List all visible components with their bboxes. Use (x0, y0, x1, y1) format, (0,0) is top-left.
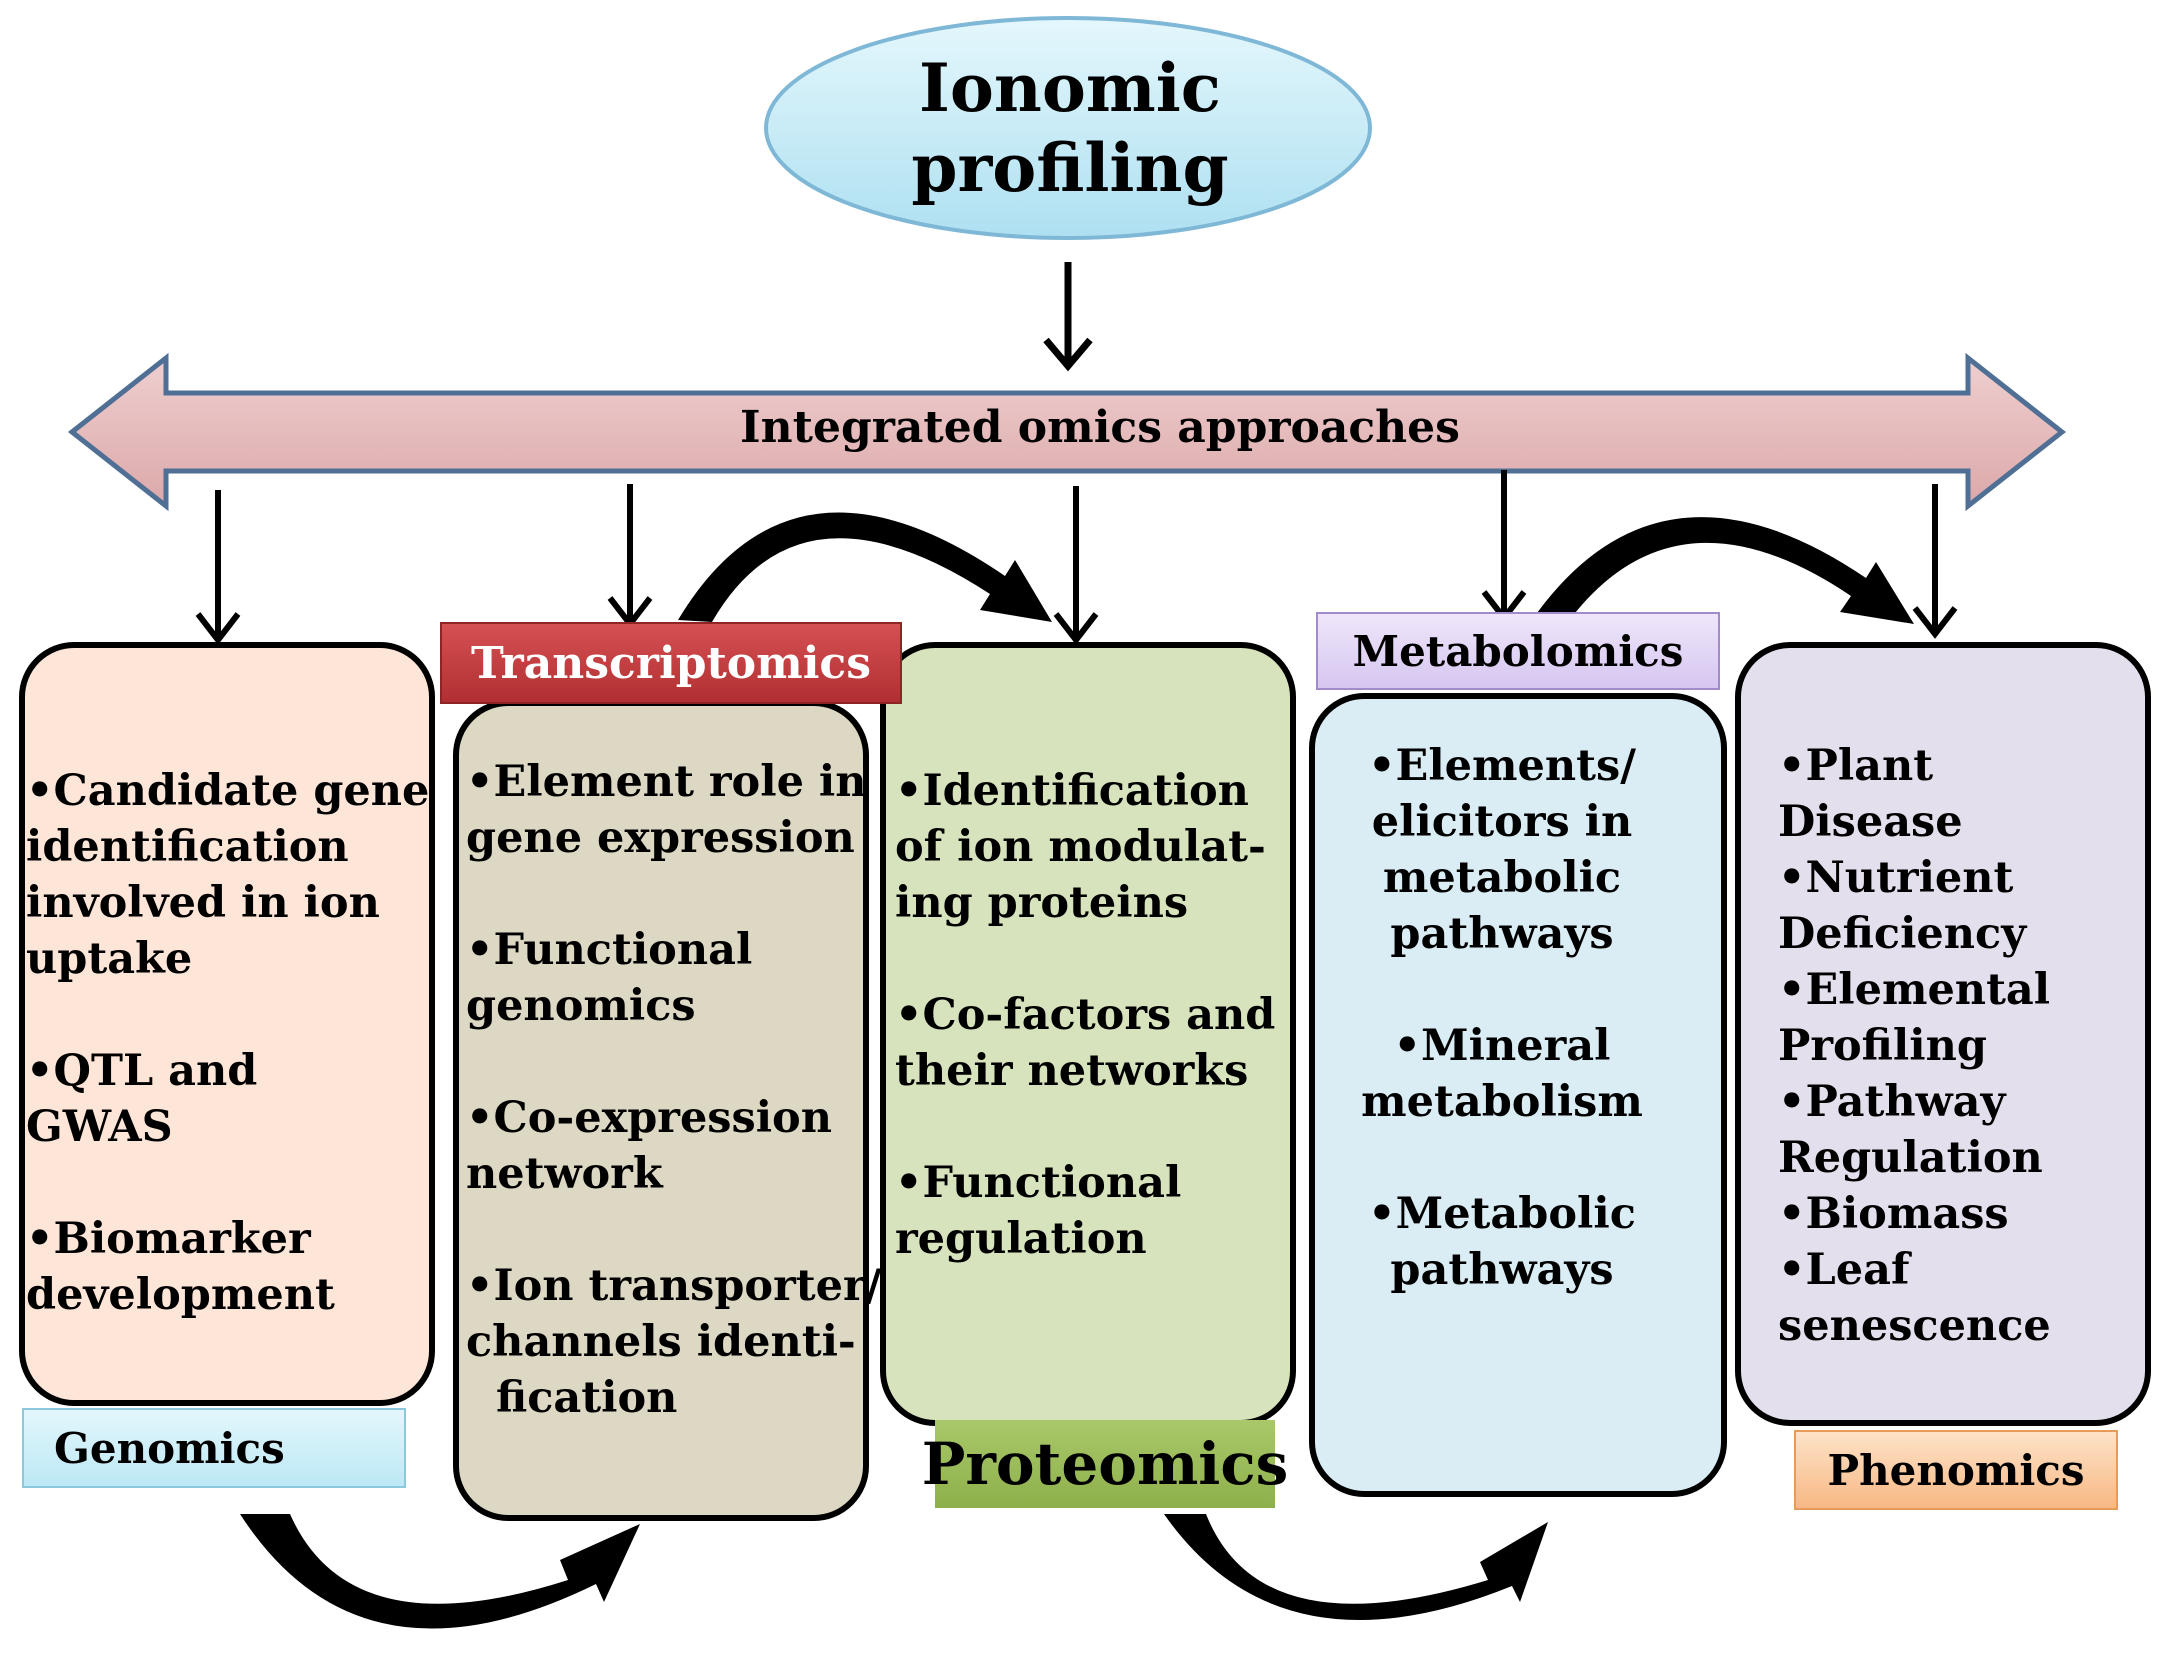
metabolomics-item-line: •Mineral (1393, 1021, 1611, 1071)
transcriptomics-item-line: fication (466, 1373, 678, 1423)
item-gap (26, 1155, 429, 1211)
ionomic-profiling-title: Ionomic profiling (770, 48, 1370, 208)
item-gap (895, 1099, 1275, 1155)
metabolomics-item-line: •Metabolic (1368, 1189, 1636, 1239)
metabolomics-item-line: pathways (1390, 1245, 1614, 1295)
phenomics-item-line: •Pathway (1778, 1077, 2006, 1127)
title-line-1: Ionomic (919, 49, 1221, 127)
ionomic-profiling-ellipse (764, 16, 1372, 240)
metabolomics-item-line: metabolic (1382, 853, 1622, 903)
curved-arrow-metabolomics-to-phenomics (1532, 517, 1914, 624)
metabolomics-item-line: pathways (1390, 909, 1614, 959)
item-gap (466, 866, 881, 922)
proteomics-item-line: their networks (895, 1046, 1249, 1096)
genomics-box (19, 642, 435, 1406)
proteomics-item-line: •Identification (895, 766, 1249, 816)
phenomics-label-text: Phenomics (1827, 1445, 2085, 1495)
phenomics-label: Phenomics (1794, 1430, 2118, 1510)
proteomics-item-line: •Co-factors and (895, 990, 1276, 1040)
phenomics-item-line: •Elemental (1778, 965, 2051, 1015)
transcriptomics-label: Transcriptomics (440, 622, 902, 704)
phenomics-item-line: Disease (1778, 797, 1963, 847)
genomics-item-line: •QTL and (26, 1046, 258, 1096)
metabolomics-item-line: metabolism (1361, 1077, 1643, 1127)
phenomics-box (1735, 642, 2151, 1426)
transcriptomics-item-line: •Element role in (466, 757, 867, 807)
genomics-label: Genomics (22, 1408, 406, 1488)
phenomics-item-line: Profiling (1778, 1021, 1987, 1071)
item-gap (1322, 1130, 1682, 1186)
transcriptomics-item-line: channels identi- (466, 1317, 856, 1367)
genomics-item-line: development (26, 1270, 335, 1320)
metabolomics-label-text: Metabolomics (1352, 626, 1684, 676)
transcriptomics-item-line: network (466, 1149, 663, 1199)
integrated-omics-label: Integrated omics approaches (740, 402, 1460, 453)
metabolomics-items: •Elements/elicitors in metabolic pathways •… (1322, 738, 1682, 1298)
genomics-item-line: GWAS (26, 1102, 173, 1152)
title-line-2: profiling (911, 129, 1229, 207)
proteomics-label: Proteomics (922, 1420, 1288, 1508)
item-gap (466, 1034, 881, 1090)
arrow-to-genomics (195, 490, 241, 645)
proteomics-item-line: ing proteins (895, 878, 1189, 928)
transcriptomics-item-line: •Ion transporter/ (466, 1261, 882, 1311)
proteomics-label-text: Proteomics (921, 1430, 1289, 1498)
genomics-label-text: Genomics (54, 1423, 285, 1473)
metabolomics-item-line: •Elements/ (1368, 741, 1636, 791)
transcriptomics-item-line: genomics (466, 981, 696, 1031)
arrow-to-metabolomics (1481, 470, 1527, 623)
genomics-items: •Candidate gene identification involved in… (26, 763, 429, 1323)
metabolomics-box (1309, 693, 1727, 1497)
item-gap (466, 1202, 881, 1258)
genomics-item-line: uptake (26, 934, 193, 984)
integrated-omics-band (67, 352, 2067, 512)
metabolomics-label: Metabolomics (1316, 612, 1720, 690)
genomics-item-line: identification (26, 822, 349, 872)
phenomics-item-line: senescence (1778, 1301, 2051, 1351)
genomics-item-line: involved in ion (26, 878, 380, 928)
arrow-to-proteomics (1053, 486, 1099, 645)
proteomics-item-line: •Functional (895, 1158, 1182, 1208)
genomics-item-line: •Candidate gene (26, 766, 430, 816)
ellipse-to-band-arrow (1043, 262, 1093, 372)
item-gap (26, 987, 429, 1043)
transcriptomics-items: •Element role in gene expression •Function… (466, 754, 881, 1426)
phenomics-item-line: •Biomass (1778, 1189, 2009, 1239)
curved-arrow-proteomics-to-metabolomics (1164, 1514, 1548, 1620)
transcriptomics-item-line: •Co-expression (466, 1093, 833, 1143)
genomics-item-line: •Biomarker (26, 1214, 311, 1264)
transcriptomics-label-text: Transcriptomics (471, 637, 871, 689)
phenomics-item-line: •Leaf (1778, 1245, 1910, 1295)
curved-arrow-genomics-to-transcriptomics (240, 1514, 640, 1629)
arrow-to-phenomics (1912, 484, 1958, 639)
metabolomics-item-line: elicitors in (1371, 797, 1633, 847)
item-gap (1322, 962, 1682, 1018)
transcriptomics-item-line: •Functional (466, 925, 753, 975)
phenomics-item-line: Deficiency (1778, 909, 2027, 959)
arrow-to-transcriptomics (607, 484, 653, 629)
item-gap (895, 931, 1275, 987)
proteomics-items: •Identification of ion modulat-ing protei… (895, 763, 1275, 1267)
proteomics-item-line: regulation (895, 1214, 1147, 1264)
proteomics-item-line: of ion modulat- (895, 822, 1266, 872)
phenomics-item-line: •Plant (1778, 741, 1934, 791)
transcriptomics-item-line: gene expression (466, 813, 855, 863)
phenomics-item-line: •Nutrient (1778, 853, 2014, 903)
phenomics-item-line: Regulation (1778, 1133, 2043, 1183)
curved-arrow-transcriptomics-to-proteomics (678, 512, 1052, 622)
curved-arrows (240, 512, 1914, 1629)
